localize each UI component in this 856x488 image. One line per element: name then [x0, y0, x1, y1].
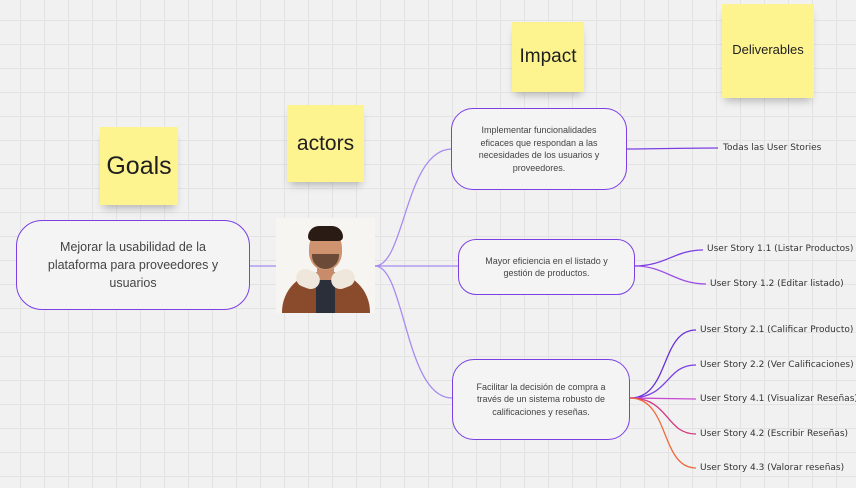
impact-text-3: Facilitar la decisión de compra a través… — [476, 381, 606, 417]
sticky-goals[interactable]: Goals — [100, 127, 178, 205]
connector-impact1-all — [626, 147, 719, 150]
connector-actor-impact-3 — [374, 265, 453, 399]
deliverable-us-4-1[interactable]: User Story 4.1 (Visualizar Reseñas) — [700, 394, 856, 404]
deliverable-us-4-3[interactable]: User Story 4.3 (Valorar reseñas) — [700, 463, 845, 473]
connector-impact3-us43 — [629, 397, 697, 469]
sticky-deliverables[interactable]: Deliverables — [722, 4, 814, 98]
impact-text-2: Mayor eficiencia en el listado y gestión… — [485, 255, 608, 279]
connector-impact3-us21 — [629, 329, 697, 399]
deliverable-us-1-2[interactable]: User Story 1.2 (Editar listado) — [710, 279, 844, 289]
actor-avatar[interactable] — [276, 218, 375, 313]
impact-node-3[interactable]: Facilitar la decisión de compra a través… — [452, 359, 630, 440]
sticky-goals-label: Goals — [106, 151, 172, 180]
sticky-actors[interactable]: actors — [287, 105, 364, 182]
sticky-actors-label: actors — [296, 131, 355, 155]
avatar-beard — [312, 254, 339, 269]
connector-actor-impact-1 — [374, 148, 453, 267]
connector-impact2-us11 — [634, 249, 704, 267]
connector-impact2-us12 — [634, 265, 707, 285]
sticky-impact[interactable]: Impact — [512, 22, 584, 92]
deliverable-all-stories[interactable]: Todas las User Stories — [723, 143, 822, 153]
sticky-deliverables-label: Deliverables — [732, 42, 804, 57]
connector-impact3-us41 — [629, 397, 697, 400]
goal-node[interactable]: Mejorar la usabilidad de la plataforma p… — [16, 220, 250, 310]
goal-text: Mejorar la usabilidad de la plataforma p… — [47, 240, 219, 290]
impact-text-1: Implementar funcionalidades eficaces que… — [478, 125, 600, 173]
deliverable-us-4-2[interactable]: User Story 4.2 (Escribir Reseñas) — [700, 429, 849, 439]
avatar-hair — [308, 226, 343, 241]
connector-impact3-us22 — [629, 364, 697, 399]
sticky-impact-label: Impact — [519, 46, 577, 67]
impact-node-1[interactable]: Implementar funcionalidades eficaces que… — [451, 108, 627, 190]
impact-node-2[interactable]: Mayor eficiencia en el listado y gestión… — [458, 239, 635, 295]
deliverable-us-1-1[interactable]: User Story 1.1 (Listar Productos) — [707, 244, 854, 254]
deliverable-us-2-2[interactable]: User Story 2.2 (Ver Calificaciones) — [700, 360, 854, 370]
avatar-shirt — [316, 280, 335, 313]
connector-impact3-us42 — [629, 397, 697, 435]
deliverable-us-2-1[interactable]: User Story 2.1 (Calificar Producto) — [700, 325, 854, 335]
